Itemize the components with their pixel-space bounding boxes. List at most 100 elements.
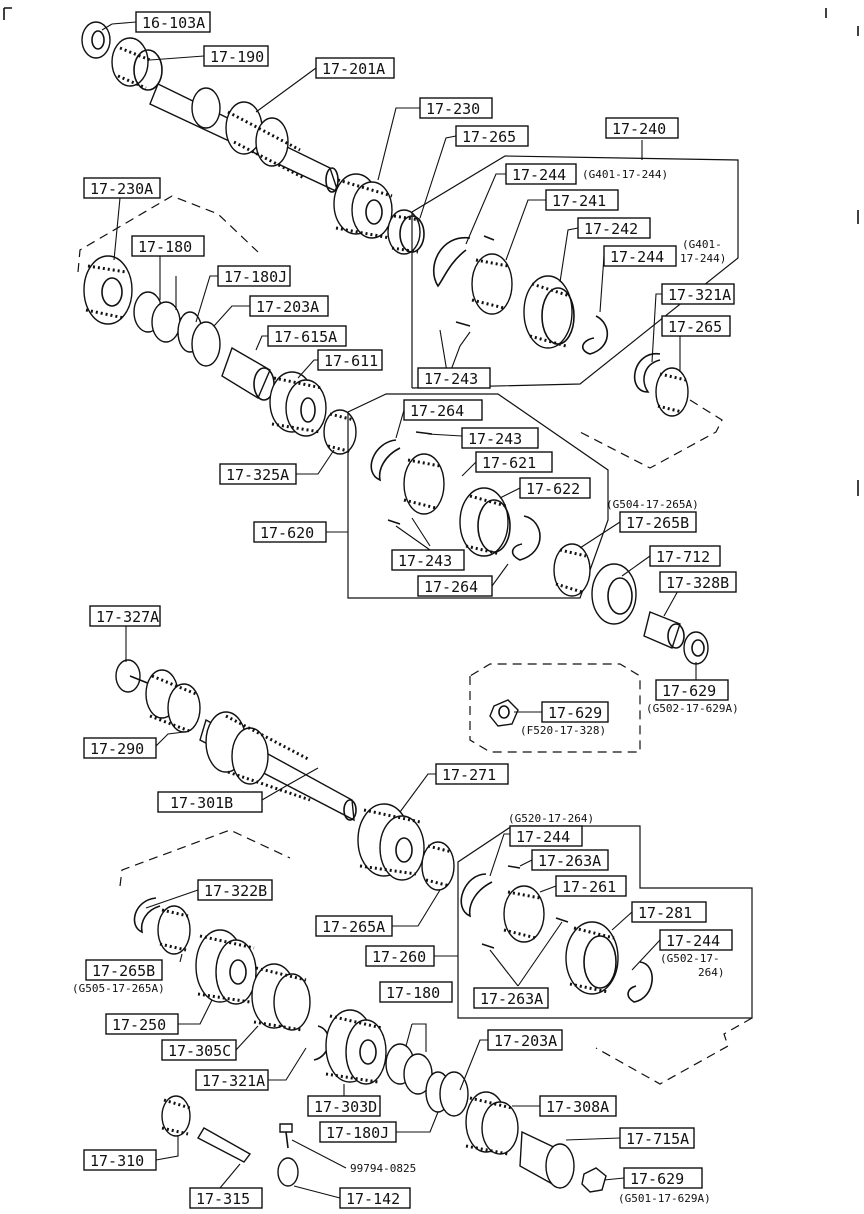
label-17-260: 17-260 [365, 945, 435, 967]
label-17-243-a: 17-243 [417, 367, 491, 389]
label-text: 17-281 [638, 904, 692, 922]
label-text: 17-244 [610, 248, 664, 266]
label-17-290: 17-290 [83, 737, 157, 759]
clip-17-142 [277, 1157, 299, 1187]
label-text: 17-629 [662, 682, 716, 700]
label-17-321A-b: 17-321A [195, 1069, 269, 1091]
label-text: 17-715A [626, 1130, 689, 1148]
label-text: 17-325A [226, 466, 289, 484]
label-17-244-a: 17-244 [505, 163, 577, 185]
label-17-310: 17-310 [83, 1149, 157, 1171]
note-g505-17-265A: (G505-17-265A) [72, 982, 165, 995]
note-g401: (G401- [682, 238, 722, 251]
gear-17-308A [465, 1091, 519, 1156]
label-17-180J: 17-180J [217, 265, 291, 287]
label-text: 17-240 [612, 120, 666, 138]
label-text: 17-321A [202, 1072, 265, 1090]
label-text: 17-310 [90, 1152, 144, 1170]
label-17-203A: 17-203A [249, 295, 329, 317]
gear-17-305C [251, 963, 311, 1032]
label-17-615A: 17-615A [267, 325, 347, 347]
label-text: 17-244 [516, 828, 570, 846]
label-17-263A-a: 17-263A [531, 849, 609, 871]
gear-17-303D [325, 1009, 387, 1085]
label-text: 17-301B [170, 794, 233, 812]
label-text: 16-103A [142, 14, 205, 32]
label-text: 17-201A [322, 60, 385, 78]
dash-region-lower-left [119, 829, 291, 887]
label-17-230: 17-230 [419, 97, 493, 119]
label-text: 17-611 [324, 352, 378, 370]
label-17-327A: 17-327A [89, 605, 161, 627]
label-17-265-b: 17-265 [661, 315, 731, 337]
label-17-265B-b: 17-265B [85, 959, 163, 981]
note-f520-17-328: (F520-17-328) [520, 724, 606, 737]
label-text: 17-142 [346, 1190, 400, 1208]
label-17-629-b: 17-629 [541, 701, 609, 723]
label-17-715A: 17-715A [619, 1127, 695, 1149]
label-17-190: 17-190 [203, 45, 269, 67]
label-17-243-b: 17-243 [461, 427, 539, 449]
bearing-17-325A [323, 409, 357, 455]
label-17-328B: 17-328B [659, 571, 737, 593]
label-text: 17-265 [668, 318, 722, 336]
bearing-17-265-right [655, 367, 689, 417]
label-text: 17-265A [322, 918, 385, 936]
label-text: 17-303D [314, 1098, 377, 1116]
label-text: 17-230A [90, 180, 153, 198]
label-17-244-c: 17-244 [509, 825, 583, 847]
label-17-180: 17-180 [131, 235, 205, 257]
retainer-17-327A [115, 659, 151, 693]
note-g504-17-265A: (G504-17-265A) [606, 498, 699, 511]
label-text: 17-629 [630, 1170, 684, 1188]
label-text: 17-243 [424, 370, 478, 388]
label-17-629-c: 17-629 [623, 1167, 703, 1189]
label-17-244-d: 17-244 [659, 929, 733, 951]
label-17-250: 17-250 [105, 1013, 179, 1035]
gear-17-230 [333, 173, 393, 240]
bolt-99794-0825 [279, 1123, 293, 1149]
note-17-244: 17-244) [680, 252, 726, 265]
label-17-321A: 17-321A [661, 283, 735, 305]
label-text: 17-615A [274, 328, 337, 346]
label-17-308A: 17-308A [539, 1095, 617, 1117]
label-17-271: 17-271 [435, 763, 509, 785]
label-17-240: 17-240 [605, 117, 679, 139]
label-text: 17-180 [386, 984, 440, 1002]
label-17-712: 17-712 [649, 545, 721, 567]
label-text: 17-315 [196, 1190, 250, 1208]
label-17-203A-b: 17-203A [487, 1029, 563, 1051]
label-17-322B: 17-322B [197, 879, 273, 901]
note-g401-17-244: (G401-17-244) [582, 168, 668, 181]
label-17-180J-b: 17-180J [319, 1121, 397, 1143]
bearing-17-190 [111, 37, 163, 91]
label-text: 17-271 [442, 766, 496, 784]
countershaft-17-301B [199, 711, 357, 822]
washer-17-203A [191, 321, 221, 367]
label-text: 17-629 [548, 704, 602, 722]
bearing-17-265B-lower [157, 905, 191, 955]
label-17-243-c: 17-243 [391, 549, 465, 571]
label-17-301B: 17-301B [157, 791, 263, 813]
note-99794-0825: 99794-0825 [350, 1162, 416, 1175]
label-text: 17-244 [512, 166, 566, 184]
label-17-264-a: 17-264 [403, 399, 483, 421]
label-17-281: 17-281 [631, 901, 707, 923]
label-text: 17-620 [260, 524, 314, 542]
label-text: 17-263A [538, 852, 601, 870]
label-text: 17-242 [584, 220, 638, 238]
label-text: 17-250 [112, 1016, 166, 1034]
label-text: 17-241 [552, 192, 606, 210]
note-264: 264) [698, 966, 725, 979]
ring-17-712 [591, 563, 637, 625]
sleeve-17-615A [221, 346, 275, 401]
ring-17-321A [633, 353, 661, 393]
label-17-611: 17-611 [317, 349, 383, 371]
label-17-315: 17-315 [189, 1187, 263, 1209]
label-text: 17-622 [526, 480, 580, 498]
label-text: 17-180J [326, 1124, 389, 1142]
gear-17-271 [357, 803, 425, 881]
label-text: 17-265 [462, 128, 516, 146]
label-17-180-b: 17-180 [379, 981, 453, 1003]
label-17-622: 17-622 [519, 477, 591, 499]
